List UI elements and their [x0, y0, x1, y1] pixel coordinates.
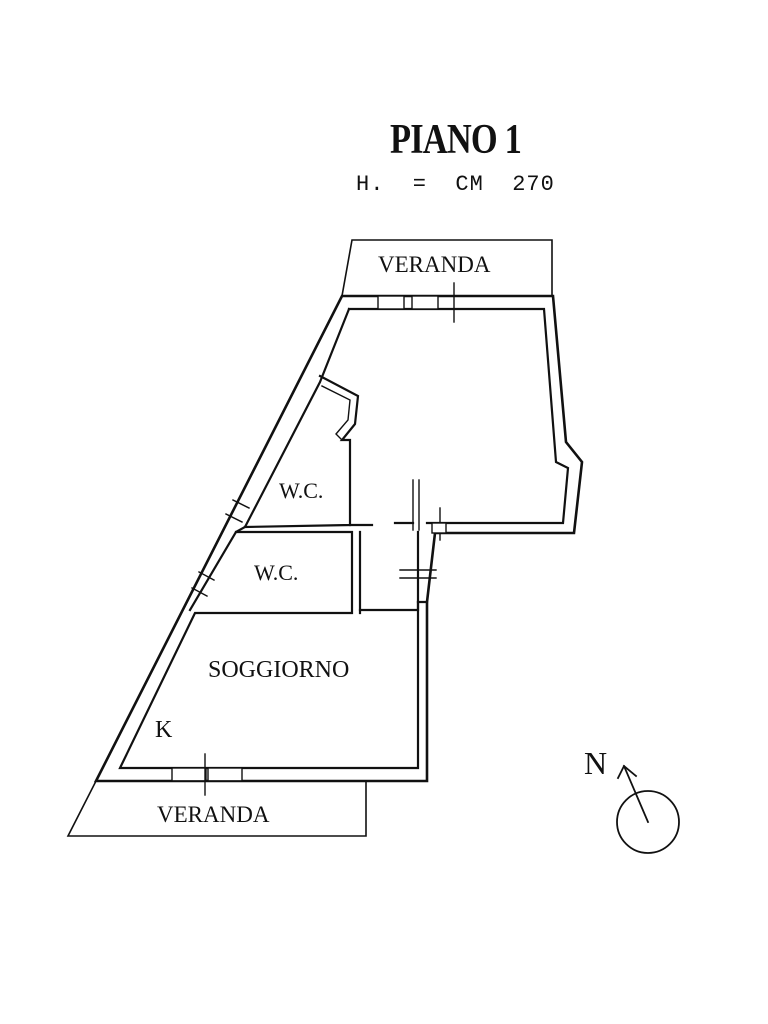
inner-wall — [118, 307, 570, 770]
room-label-wc-lower: W.C. — [254, 560, 299, 585]
door-corridor — [399, 479, 463, 591]
window-wc-upper — [225, 499, 250, 523]
room-label-veranda-top: VERANDA — [378, 252, 491, 277]
north-arrow-icon — [616, 764, 680, 854]
room-label-kitchen: K — [155, 717, 173, 743]
wc-upper-inner — [321, 385, 351, 441]
room-label-wc-upper: W.C. — [279, 478, 324, 503]
window-top — [377, 282, 473, 323]
room-label-veranda-bottom: VERANDA — [157, 802, 270, 827]
plan-title: PIANO 1 — [390, 117, 522, 163]
veranda-bottom — [66, 780, 367, 837]
plan-height-note: H. = CM 270 — [356, 172, 555, 197]
room-label-living-room: SOGGIORNO — [208, 657, 350, 683]
corridor-walls — [348, 521, 429, 615]
outer-wall — [93, 294, 584, 783]
north-label: N — [584, 745, 608, 781]
window-wc-lower — [191, 571, 215, 597]
window-bottom — [171, 753, 243, 796]
